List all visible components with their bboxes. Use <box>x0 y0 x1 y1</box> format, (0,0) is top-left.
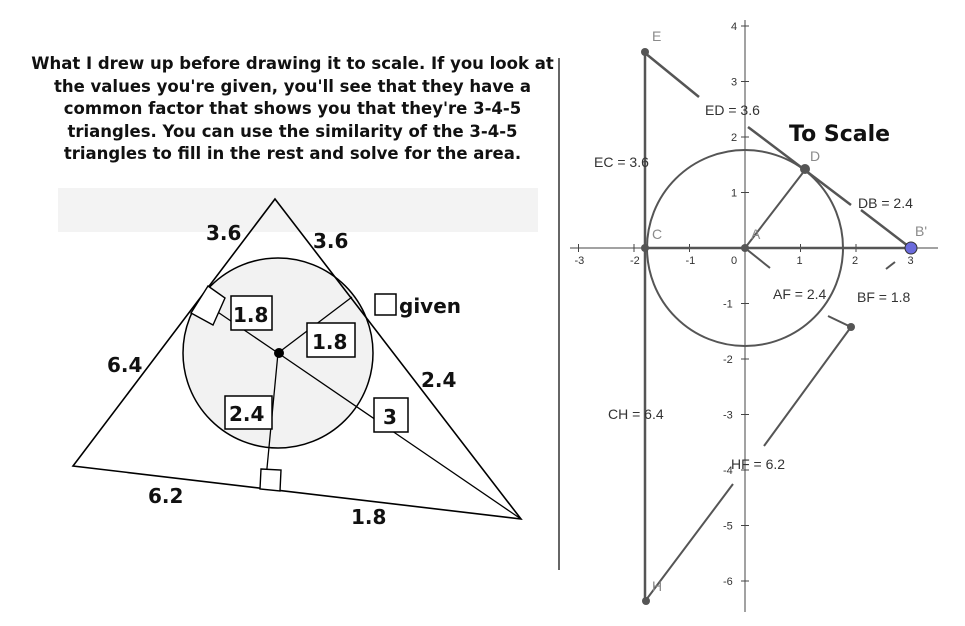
boxed-radius-lower: 2.4 <box>229 402 264 426</box>
y-tick-label: -2 <box>723 354 733 366</box>
point-label-d: D <box>810 148 820 164</box>
y-tick-label: 1 <box>731 188 737 200</box>
point-d[interactable] <box>800 164 810 174</box>
boxed-segment-right: 3 <box>383 405 397 429</box>
y-tick-label: 4 <box>731 21 737 33</box>
x-tick-label: -2 <box>630 255 640 267</box>
side-label-top-left: 3.6 <box>206 221 241 245</box>
boxed-radius-upper-left: 1.8 <box>233 303 268 327</box>
label-db: DB = 2.4 <box>858 195 913 211</box>
y-tick-label: -6 <box>723 576 733 588</box>
right-angle-marker-left <box>190 285 226 326</box>
label-hf: HF = 6.2 <box>731 456 785 472</box>
boxed-value-frame <box>373 397 409 433</box>
segment-af <box>744 247 771 269</box>
side-label-right: 2.4 <box>421 368 456 392</box>
scale-title: To Scale <box>789 122 890 147</box>
incenter-point <box>274 348 284 358</box>
side-label-left: 6.4 <box>107 353 142 377</box>
x-tick-label: 1 <box>797 255 803 267</box>
segment-hf-lower <box>645 483 734 601</box>
x-tick-label: -3 <box>575 255 585 267</box>
center-to-vertex-line <box>277 352 522 520</box>
boxed-radius-right: 1.8 <box>312 330 347 354</box>
segment-hf-upper <box>763 326 852 447</box>
y-axis-ticks: 4 3 2 1 -1 -2 -3 -4 -5 -6 <box>723 21 749 588</box>
point-f[interactable] <box>847 323 855 331</box>
point-a[interactable] <box>741 244 749 252</box>
y-tick-label: -1 <box>723 299 733 311</box>
segment-ed-upper <box>644 52 700 98</box>
y-tick-label: 2 <box>731 132 737 144</box>
right-angle-marker-bottom <box>259 468 282 492</box>
triangle <box>71 197 523 521</box>
segment-ad <box>744 169 806 249</box>
segment-db <box>860 209 909 247</box>
y-tick-label: -3 <box>723 410 733 422</box>
boxed-value-frame <box>224 395 273 430</box>
segment-f-stub <box>827 315 852 328</box>
point-c[interactable] <box>641 244 649 252</box>
explanation-note: What I drew up before drawing it to scal… <box>31 54 554 163</box>
segment-bf <box>885 261 896 270</box>
point-h[interactable] <box>642 597 650 605</box>
legend-box-icon <box>374 293 397 316</box>
label-ec: EC = 3.6 <box>594 154 649 170</box>
point-label-c: C <box>652 226 662 242</box>
point-e[interactable] <box>641 48 649 56</box>
label-bf: BF = 1.8 <box>857 289 911 305</box>
x-tick-label: 0 <box>731 255 737 267</box>
point-label-h: H <box>652 578 662 594</box>
point-b-prime[interactable] <box>904 241 918 255</box>
side-label-top-right: 3.6 <box>313 229 348 253</box>
x-tick-label: -1 <box>686 255 696 267</box>
y-tick-label: 3 <box>731 77 737 89</box>
point-label-b-prime: B' <box>915 223 927 239</box>
x-tick-label: 2 <box>852 255 858 267</box>
x-tick-label: 3 <box>908 255 914 267</box>
y-tick-label: -4 <box>723 465 733 477</box>
boxed-value-frame <box>230 295 273 331</box>
label-ch: CH = 6.4 <box>608 406 664 422</box>
segment-ed-lower <box>747 126 852 206</box>
side-label-bottom-right: 1.8 <box>351 505 386 529</box>
label-af: AF = 2.4 <box>773 286 827 302</box>
highlight-band <box>58 188 538 232</box>
legend-label: given <box>399 294 461 318</box>
boxed-value-frame <box>306 322 356 358</box>
point-label-e: E <box>652 28 661 44</box>
point-label-a: A <box>751 226 761 242</box>
y-tick-label: -5 <box>723 521 733 533</box>
side-label-bottom-left: 6.2 <box>148 484 183 508</box>
label-ed: ED = 3.6 <box>705 102 760 118</box>
